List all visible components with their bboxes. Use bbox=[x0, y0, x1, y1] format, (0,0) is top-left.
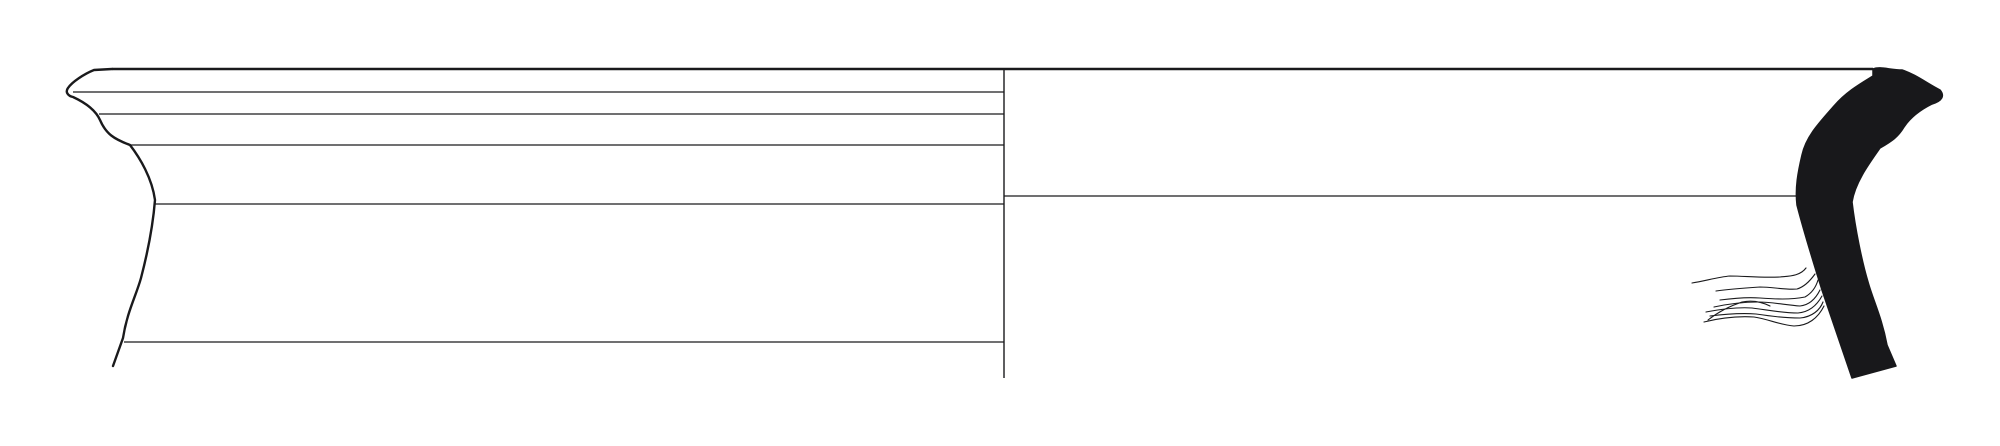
exterior-profile-outline bbox=[65, 67, 157, 368]
surface-texture-strokes bbox=[1691, 267, 1825, 327]
rim-cross-section bbox=[1795, 67, 1944, 379]
